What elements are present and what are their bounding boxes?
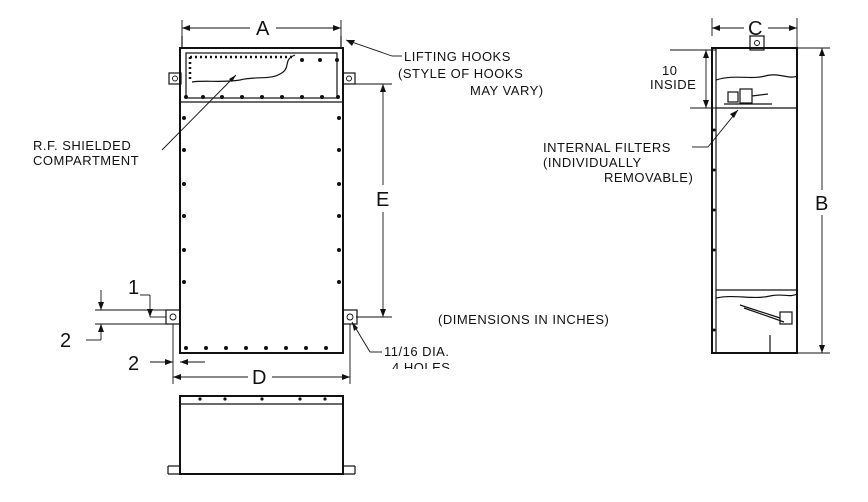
rf-line2: COMPARTMENT — [33, 153, 139, 168]
bottom-filter-breakout — [715, 293, 798, 299]
callout-rf-compartment: R.F. SHIELDED COMPARTMENT — [33, 74, 237, 168]
bottom-rivets — [198, 397, 327, 401]
dim-e-label: E — [376, 189, 389, 211]
rf-compartment-frame — [185, 52, 338, 99]
left-mounting-hole — [169, 313, 177, 321]
body-rivets — [182, 116, 341, 350]
holes-label-crop — [380, 369, 480, 381]
left-hook-hole — [172, 75, 178, 82]
right-hook-hole — [346, 75, 352, 82]
side-lifting-hook — [749, 35, 765, 51]
units-note: (DIMENSIONS IN INCHES) — [438, 312, 609, 327]
bottom-filter-assembly — [739, 304, 793, 353]
left-mounting-foot — [165, 309, 181, 325]
dimension-2-bottom: 2 — [128, 353, 205, 375]
dim-2-left-label: 2 — [60, 330, 71, 352]
callout-lifting-hooks: LIFTING HOOKS (STYLE OF HOOKS MAY VARY) — [345, 39, 544, 98]
side-rivets — [712, 128, 716, 332]
dimension-b: B — [797, 47, 830, 354]
holes-line1: 11/16 DIA. — [384, 344, 449, 359]
callout-mounting-holes: 11/16 DIA. 4 HOLES — [351, 321, 480, 381]
rf-line1: R.F. SHIELDED — [33, 138, 131, 153]
right-lifting-hook — [342, 72, 356, 85]
rf-compartment-breakout — [191, 54, 296, 83]
bottom-body-outline — [179, 395, 344, 475]
callout-internal-filters: INTERNAL FILTERS (INDIVIDUALLY REMOVABLE… — [543, 109, 739, 185]
dim-a-label: A — [256, 18, 270, 40]
dim-1-label: 1 — [128, 277, 139, 299]
lifting-hooks-line1: LIFTING HOOKS — [404, 49, 511, 64]
lifting-hooks-line2: (STYLE OF HOOKS — [398, 66, 523, 81]
filters-line3: REMOVABLE) — [604, 170, 693, 185]
bottom-view — [167, 395, 356, 475]
right-mounting-foot — [342, 309, 358, 325]
top-filter-assembly — [724, 88, 772, 105]
dim-d-label: D — [252, 367, 266, 389]
dimension-1: 2 1 — [60, 277, 166, 352]
left-lifting-hook — [168, 72, 182, 85]
inside-label: INSIDE — [650, 77, 696, 92]
dim-2-bottom-label: 2 — [128, 353, 139, 375]
side-body-outline — [711, 47, 798, 354]
filters-line2: (INDIVIDUALLY — [543, 155, 642, 170]
front-body-outline — [179, 47, 344, 354]
dimension-10-inside: 10 INSIDE — [650, 49, 716, 109]
dim-10-label: 10 — [662, 63, 677, 78]
dimension-d: D — [172, 324, 351, 389]
dim-c-label: C — [748, 18, 762, 40]
front-view: A E D — [60, 18, 392, 389]
lifting-hooks-line3: MAY VARY) — [470, 83, 544, 98]
right-mounting-hole — [346, 313, 354, 321]
filters-line1: INTERNAL FILTERS — [543, 140, 671, 155]
dimension-c: C — [711, 18, 798, 48]
side-view: C B 10 INSIDE — [650, 18, 830, 354]
dimension-e: E — [350, 83, 392, 318]
dimension-a: A — [181, 18, 342, 40]
top-filter-breakout — [715, 74, 798, 81]
dim-b-label: B — [815, 193, 828, 215]
compartment-rivets — [184, 58, 340, 99]
